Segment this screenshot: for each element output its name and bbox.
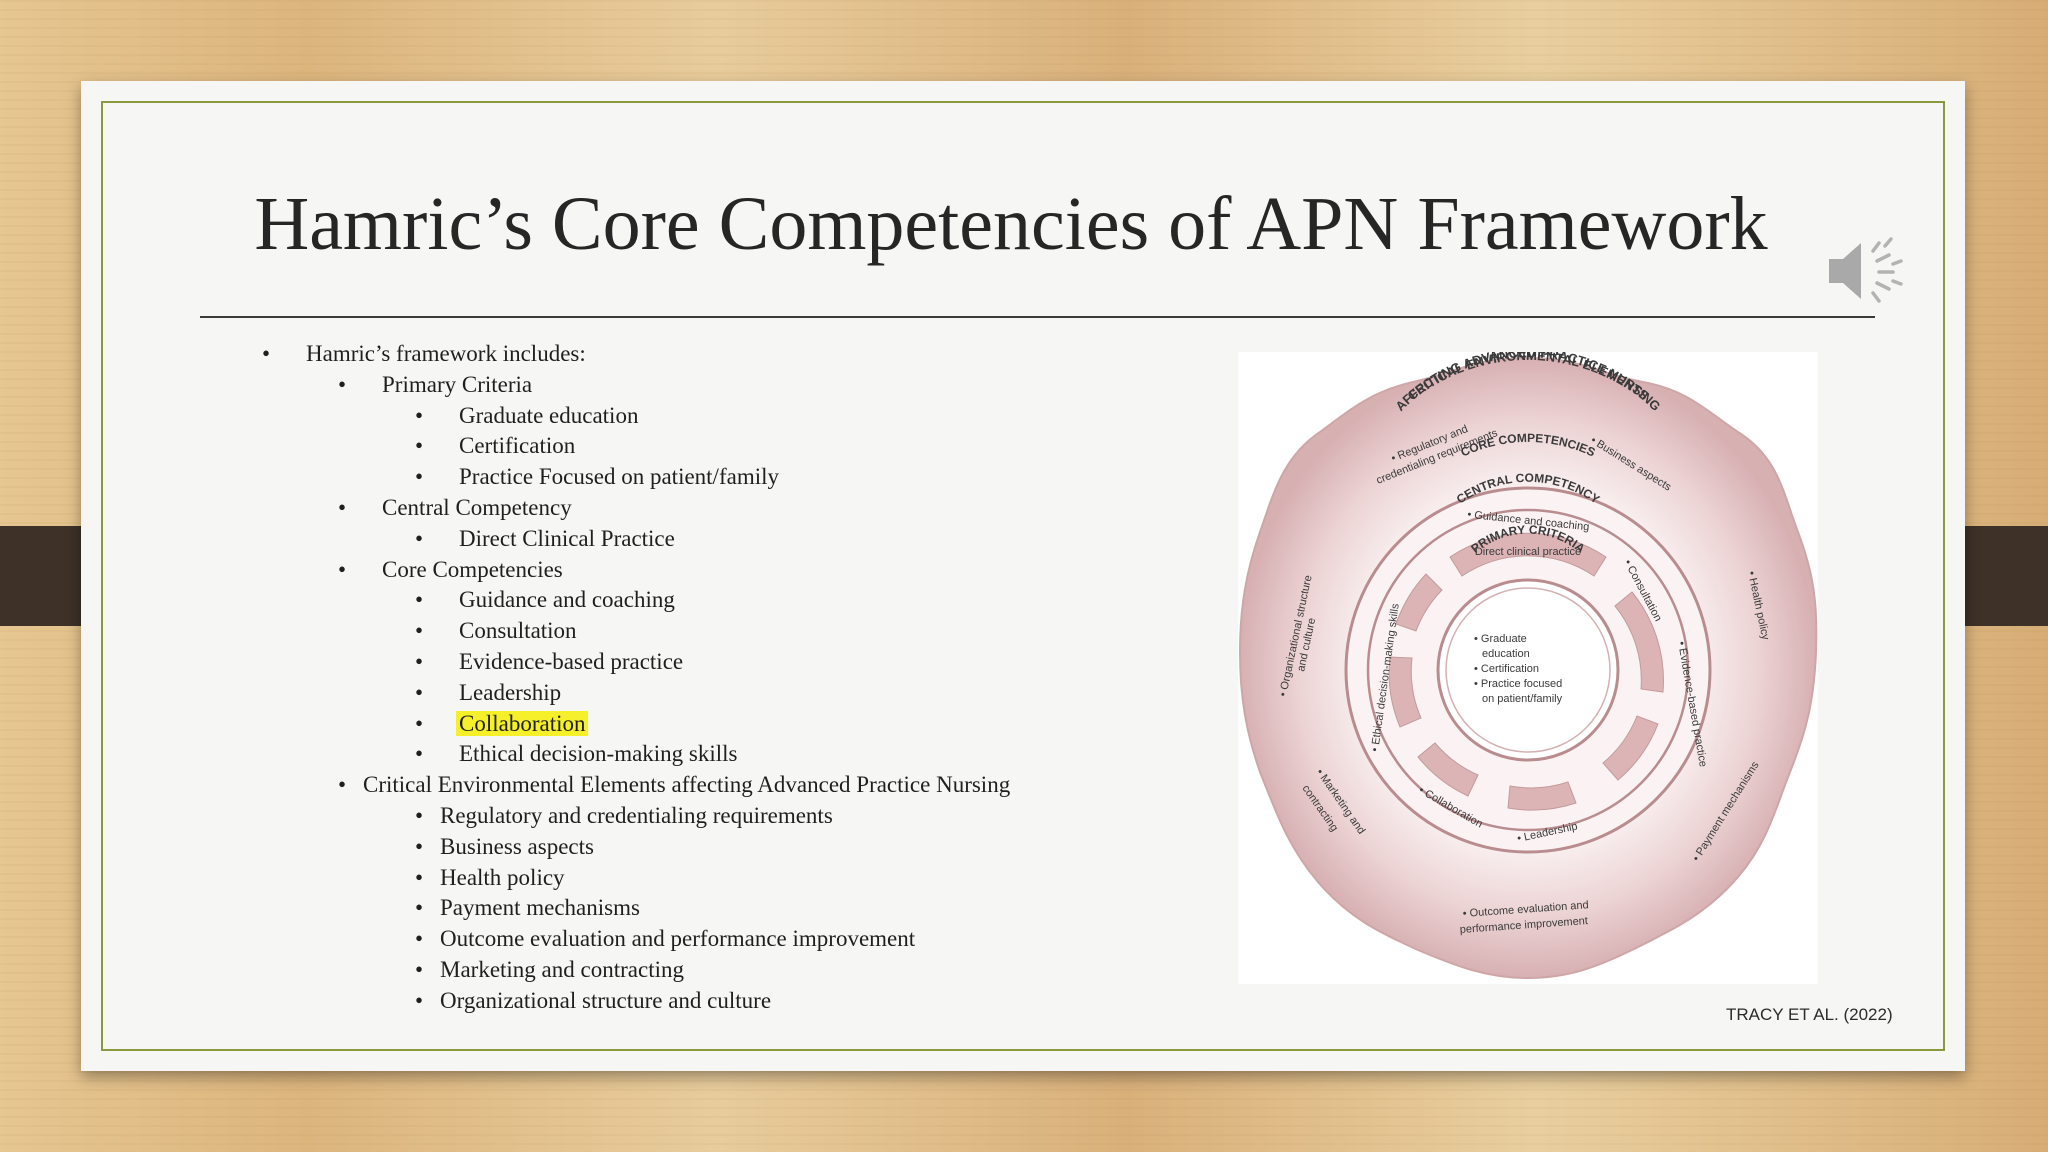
bullet-text: Central Competency: [382, 495, 572, 520]
diagram-primary-5: on patient/family: [1482, 693, 1563, 705]
bullet-text: Primary Criteria: [382, 371, 533, 397]
bullet-text: Business aspects: [440, 833, 594, 859]
primary-criteria-circle: [1436, 578, 1620, 762]
bullet-item-level-3: • Regulatory and credentialing requiremen…: [415, 801, 833, 831]
bullet-dot: •: [415, 803, 424, 828]
diagram-primary-2: education: [1482, 648, 1530, 660]
bullet-dot: •: [415, 402, 424, 428]
bullet-dot: •: [415, 957, 424, 982]
bullet-dot: •: [338, 371, 347, 397]
bullet-text: Hamric’s framework includes:: [306, 341, 586, 366]
bullet-text: Consultation: [459, 618, 577, 644]
bullet-text: Graduate education: [459, 402, 639, 428]
slide: Hamric’s Core Competencies of APN Framew…: [81, 81, 1965, 1071]
bullet-item-level-1: • Hamric’s framework includes:: [262, 339, 586, 369]
diagram-primary-4: • Practice focused: [1474, 678, 1562, 690]
bullet-text: Core Competencies: [382, 556, 563, 582]
bullet-item-level-2: • Central Competency: [338, 493, 572, 523]
bullet-item-level-3: • Health policy: [415, 863, 565, 893]
bullet-item-level-2: • Core Competencies: [338, 555, 563, 585]
bullet-dot: •: [415, 618, 424, 644]
bullet-item-level-2: • Critical Environmental Elements affecti…: [338, 770, 1011, 800]
bullet-text: Evidence-based practice: [459, 649, 684, 674]
bullet-text-highlighted: Collaboration: [456, 710, 589, 736]
bullet-dot: •: [415, 587, 424, 613]
bullet-dot: •: [415, 433, 424, 459]
bullet-item-level-3: • Leadership: [415, 678, 562, 708]
bullet-dot: •: [415, 464, 424, 490]
apn-framework-diagram: CRITICAL ENVIRONMENTAL ELEMENTS AFFECTIN…: [1238, 345, 1818, 984]
bullet-text: Health policy: [440, 864, 565, 890]
bullet-item-level-3: • Outcome evaluation and performance impr…: [415, 924, 916, 954]
bullet-text: Ethical decision-making skills: [459, 741, 738, 767]
diagram-graphic: CRITICAL ENVIRONMENTAL ELEMENTS AFFECTIN…: [1238, 345, 1818, 980]
bullet-dot: •: [415, 710, 424, 736]
bullet-dot: •: [415, 679, 424, 705]
diagram-central-text: Direct clinical practice: [1475, 546, 1581, 558]
bullet-dot: •: [415, 649, 424, 674]
speaker-icon[interactable]: [1821, 231, 1911, 311]
bullet-item-level-3: • Direct Clinical Practice: [415, 524, 675, 554]
bullet-dot: •: [415, 525, 424, 551]
bullet-item-level-3: • Ethical decision-making skills: [415, 739, 738, 769]
diagram-primary-3: • Certification: [1474, 663, 1539, 675]
bullet-text: Outcome evaluation and performance impro…: [440, 926, 916, 952]
bullet-text: Certification: [459, 433, 576, 459]
bullet-text: Leadership: [459, 679, 562, 705]
bullet-dot: •: [415, 895, 424, 921]
bullet-item-level-3: • Organizational structure and culture: [415, 986, 772, 1016]
bullet-text: Critical Environmental Elements affectin…: [363, 772, 1011, 798]
bullet-dot: •: [415, 833, 424, 859]
bullet-item-level-2: • Primary Criteria: [338, 370, 533, 400]
bullet-item-level-3: • Collaboration: [415, 709, 589, 739]
bullet-text: Practice Focused on patient/family: [459, 464, 779, 490]
bullet-text: Marketing and contracting: [440, 957, 684, 982]
bullet-item-level-3: • Evidence-based practice: [415, 647, 684, 677]
bullet-dot: •: [415, 926, 424, 952]
bullet-item-level-3: • Certification: [415, 431, 576, 461]
bullet-dot: •: [338, 495, 347, 520]
bullet-dot: •: [338, 556, 347, 582]
bullet-dot: •: [415, 864, 424, 890]
bullet-item-level-3: • Practice Focused on patient/family: [415, 462, 779, 492]
bullet-item-level-3: • Marketing and contracting: [415, 955, 684, 985]
central-ring-segments: [1388, 532, 1664, 811]
bullet-text: Payment mechanisms: [440, 895, 640, 921]
bullet-dot: •: [415, 987, 424, 1013]
diagram-primary-1: • Graduate: [1474, 633, 1527, 645]
bullet-text: Regulatory and credentialing requirement…: [440, 803, 833, 828]
bullet-item-level-3: • Consultation: [415, 616, 577, 646]
bullet-item-level-3: • Graduate education: [415, 401, 639, 431]
bullet-text: Guidance and coaching: [459, 587, 675, 613]
bullet-item-level-3: • Payment mechanisms: [415, 893, 640, 923]
slide-title: Hamric’s Core Competencies of APN Framew…: [254, 182, 1768, 266]
bullet-dot: •: [338, 772, 347, 798]
bullet-text: Organizational structure and culture: [440, 987, 772, 1013]
citation: TRACY ET AL. (2022): [1726, 1005, 1893, 1024]
slide-frame: [101, 101, 1945, 1051]
title-underline: [200, 316, 1875, 318]
bullet-item-level-3: • Guidance and coaching: [415, 585, 675, 615]
bullet-text: Direct Clinical Practice: [459, 525, 675, 551]
bullet-dot: •: [262, 341, 271, 366]
bullet-item-level-3: • Business aspects: [415, 832, 594, 862]
bullet-dot: •: [415, 741, 424, 767]
